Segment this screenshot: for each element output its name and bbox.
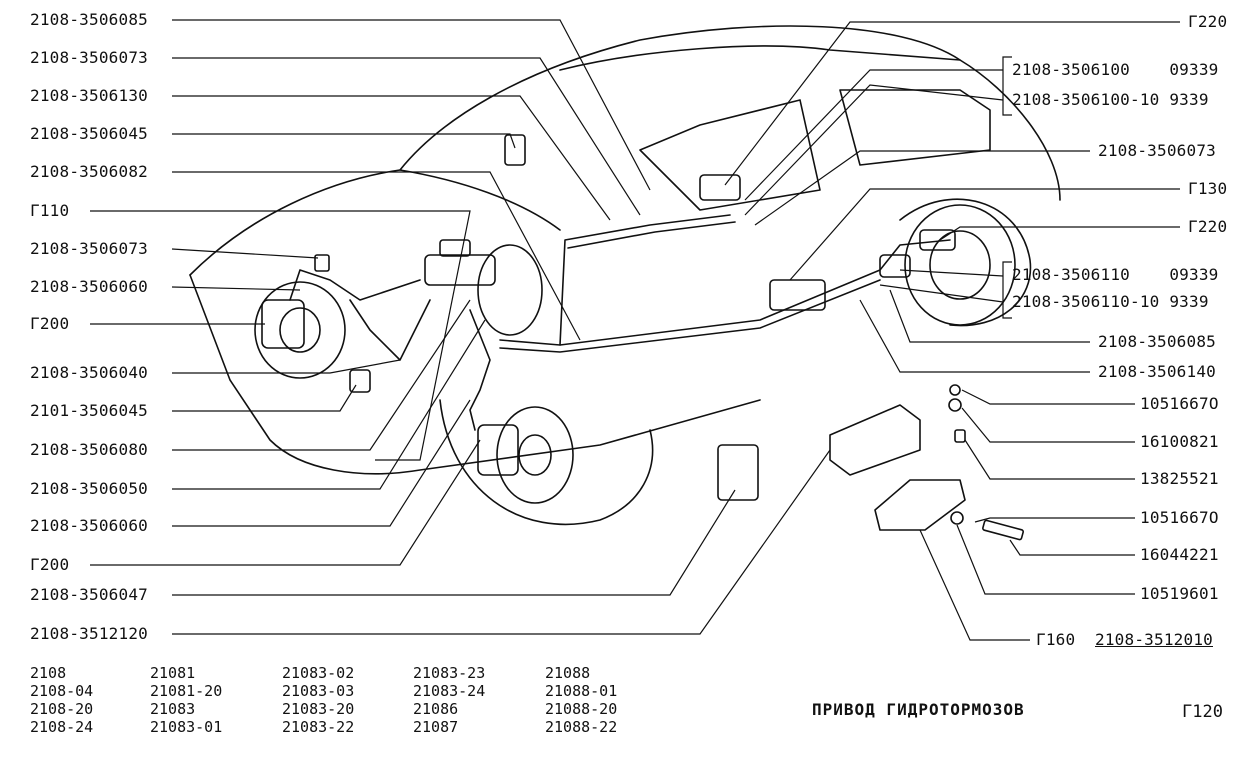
label-part-1382552: 13825521: [1140, 469, 1219, 488]
label-g110: Г110: [30, 201, 70, 220]
label-2101-3506045: 2101-3506045: [30, 401, 148, 420]
brake-line-left: [289, 269, 421, 301]
front-right-caliper: [477, 424, 519, 476]
label-part-1610082: 16100821: [1140, 432, 1219, 451]
master-cylinder: [424, 254, 496, 286]
label-2108-3506110-10: 2108-3506110-10 9339: [1012, 292, 1209, 311]
label-2108-3506082: 2108-3506082: [30, 162, 148, 181]
label-part-1051667-b: 1051667O: [1140, 508, 1219, 527]
model-item: 21088-01: [545, 682, 618, 700]
car-side-line: [189, 274, 761, 475]
label-2108-3512120: 2108-3512120: [30, 624, 148, 643]
pressure-regulator: [874, 479, 966, 531]
label-assembly-2108-3512010: 2108-3512010: [1095, 630, 1213, 649]
front-wheel-arch: [439, 399, 654, 526]
label-2108-3506045: 2108-3506045: [30, 124, 148, 143]
label-2108-3506085-right: 2108-3506085: [1098, 332, 1216, 351]
label-part-1604422: 16044221: [1140, 545, 1219, 564]
models-col-2: 21081 21081-20 21083 21083-01: [150, 664, 222, 736]
model-item: 21083-20: [282, 700, 355, 718]
bracket-part: [717, 444, 759, 501]
model-item: 2108-04: [30, 682, 94, 700]
label-part-1051960: 10519601: [1140, 584, 1219, 603]
models-col-4: 21083-23 21083-24 21086 21087: [413, 664, 485, 736]
rear-brake-drum: [904, 204, 1016, 326]
label-2108-3506047: 2108-3506047: [30, 585, 148, 604]
brake-line-main: [499, 239, 951, 346]
side-window: [839, 89, 991, 166]
label-g220-top: Г220: [1188, 12, 1228, 31]
model-item: 21083-22: [282, 718, 355, 736]
model-item: 21088-22: [545, 718, 618, 736]
model-item: 21083-24: [413, 682, 486, 700]
label-2108-3506110: 2108-3506110 09339: [1012, 265, 1219, 284]
model-item: 21087: [413, 718, 459, 736]
label-g200-b: Г200: [30, 555, 70, 574]
label-2108-3506080: 2108-3506080: [30, 440, 148, 459]
model-item: 21086: [413, 700, 459, 718]
label-g200: Г200: [30, 314, 70, 333]
label-2108-3506073-left: 2108-3506073: [30, 48, 148, 67]
label-2108-3506100-10: 2108-3506100-10 9339: [1012, 90, 1209, 109]
mounting-bracket: [829, 404, 921, 476]
brake-booster: [477, 244, 543, 336]
label-2108-3506085-left: 2108-3506085: [30, 10, 148, 29]
models-col-1: 2108 2108-04 2108-20 2108-24: [30, 664, 93, 736]
label-2108-3506130: 2108-3506130: [30, 86, 148, 105]
model-item: 21083-02: [282, 664, 355, 682]
model-item: 21083-01: [150, 718, 223, 736]
rear-wheel-arch: [899, 198, 1032, 327]
front-left-disc: [254, 281, 346, 379]
brake-line-rear: [559, 214, 731, 346]
car-roof-line: [559, 45, 961, 71]
label-2108-3506073-right: 2108-3506073: [1098, 141, 1216, 160]
label-2108-3506140: 2108-3506140: [1098, 362, 1216, 381]
model-item: 21083-23: [413, 664, 486, 682]
page-code: Г120: [1182, 702, 1223, 722]
label-g160: Г160: [1036, 630, 1076, 649]
label-2108-3506060-b: 2108-3506060: [30, 516, 148, 535]
brake-line-right: [469, 309, 491, 431]
front-right-disc: [496, 406, 574, 504]
pressure-regulator-installed: [769, 279, 826, 311]
models-col-5: 21088 21088-01 21088-20 21088-22: [545, 664, 617, 736]
label-2108-3506073-b: 2108-3506073: [30, 239, 148, 258]
car-body-outline: [189, 25, 1061, 276]
models-col-3: 21083-02 21083-03 21083-20 21083-22: [282, 664, 354, 736]
model-item: 2108-24: [30, 718, 94, 736]
label-part-1051667: 1051667O: [1140, 394, 1219, 413]
model-item: 21083: [150, 700, 196, 718]
label-2108-3506040: 2108-3506040: [30, 363, 148, 382]
rear-window: [639, 99, 821, 211]
model-item: 21083-03: [282, 682, 355, 700]
model-item: 21081: [150, 664, 196, 682]
label-g130: Г130: [1188, 179, 1228, 198]
model-item: 2108-20: [30, 700, 94, 718]
label-2108-3506100: 2108-3506100 09339: [1012, 60, 1219, 79]
label-2108-3506050: 2108-3506050: [30, 479, 148, 498]
model-item: 21081-20: [150, 682, 223, 700]
model-item: 21088: [545, 664, 591, 682]
model-item: 21088-20: [545, 700, 618, 718]
label-g220-mid: Г220: [1188, 217, 1228, 236]
diagram-title: ПРИВОД ГИДРОТОРМОЗОВ: [812, 700, 1025, 719]
label-2108-3506060: 2108-3506060: [30, 277, 148, 296]
car-hood-line: [399, 169, 561, 231]
model-item: 2108: [30, 664, 67, 682]
